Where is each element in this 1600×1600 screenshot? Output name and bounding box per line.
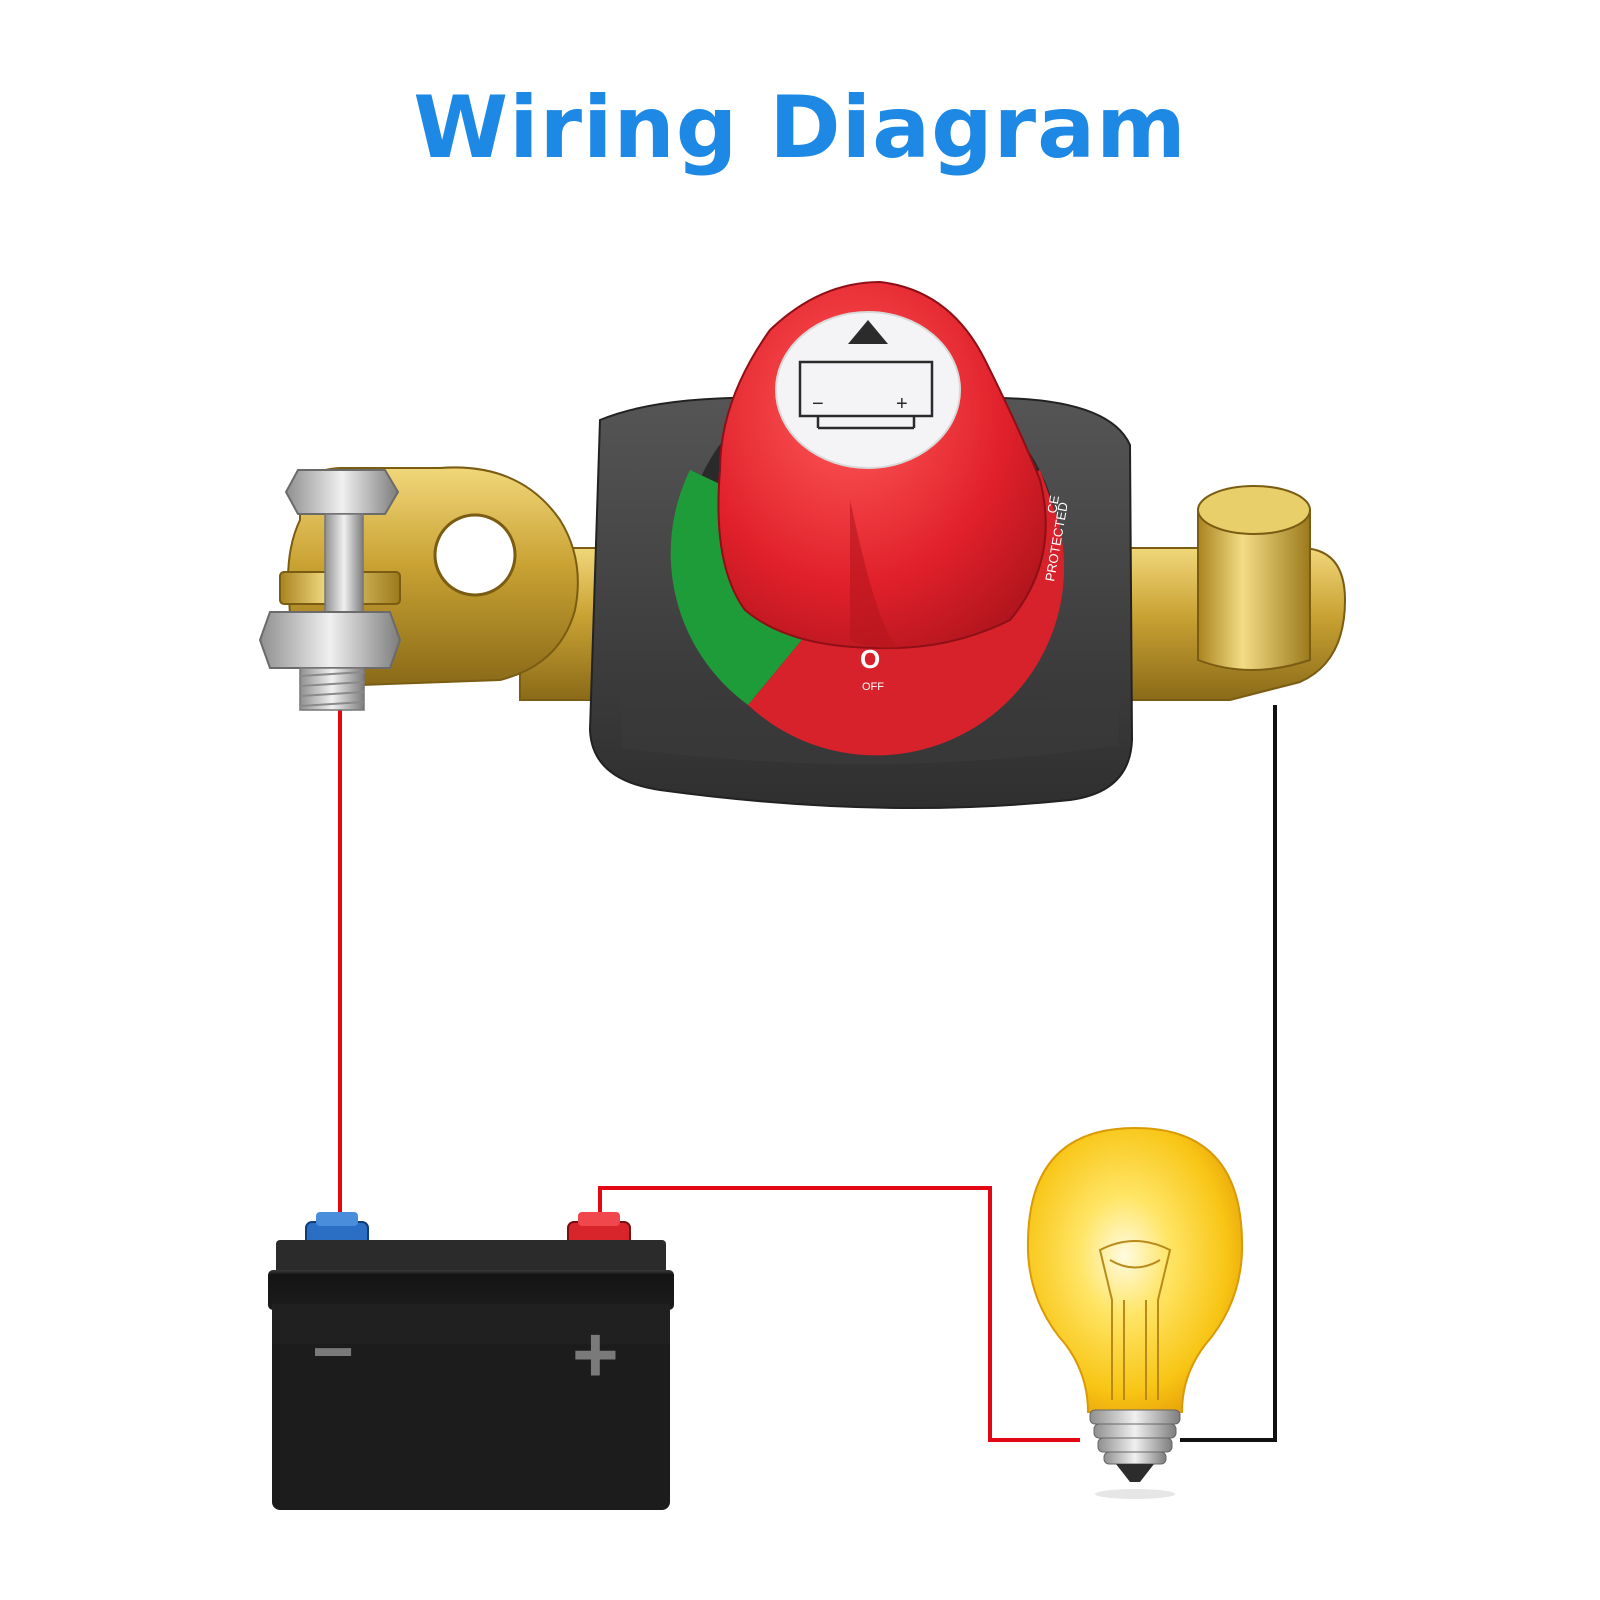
positive-wire-battery-to-bulb [598, 1186, 1080, 1442]
negative-wire-switch-to-bulb [1180, 705, 1277, 1442]
bolt-head-icon [284, 469, 400, 515]
battery-clamp-terminal [258, 466, 579, 711]
nut-icon [258, 611, 402, 669]
dial-text-ce: CE [1044, 494, 1062, 515]
battery-post-terminal [1197, 485, 1311, 671]
battery-disconnect-switch[interactable]: O OFF PROTECTED CE − + [258, 280, 1347, 809]
knob-label-plus: + [896, 393, 908, 415]
battery-negative-symbol: − [312, 1312, 354, 1392]
diagram-title: Wiring Diagram [413, 78, 1187, 178]
rotary-knob[interactable]: − + [717, 280, 1047, 650]
knob-label-minus: − [812, 393, 824, 415]
triangle-up-icon [848, 320, 888, 344]
bulb-glass [1026, 1126, 1244, 1413]
battery-positive-symbol: + [572, 1310, 619, 1399]
car-battery: − + [268, 1212, 674, 1510]
dial-text-off: OFF [862, 681, 884, 693]
bulb-filament-icon [1098, 1240, 1172, 1400]
dial-text-on: O [860, 644, 880, 674]
battery-body [272, 1304, 670, 1510]
bulb-base-icon [1089, 1409, 1181, 1499]
light-bulb-icon [1026, 1126, 1244, 1499]
battery-symbol-icon [798, 360, 934, 430]
